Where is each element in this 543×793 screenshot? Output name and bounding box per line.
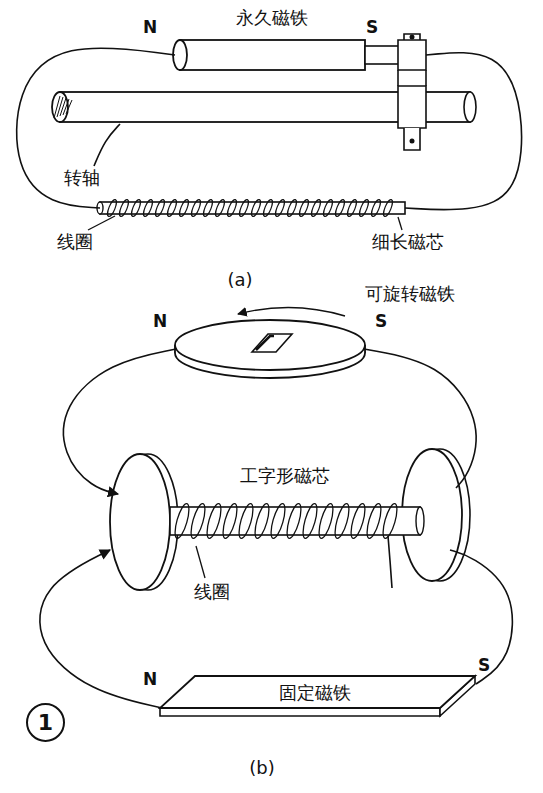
coil-turn — [172, 502, 192, 539]
coil-turn — [226, 199, 238, 218]
coil-turn — [298, 199, 310, 218]
coil-turn — [300, 502, 320, 539]
part-label: (b) — [247, 758, 276, 779]
coil-turn — [284, 502, 304, 539]
coil-turn — [106, 199, 118, 218]
wire — [40, 550, 162, 708]
coil-turn — [178, 199, 190, 218]
coil-turn — [202, 199, 214, 218]
coil-turn — [334, 199, 346, 218]
coil-turn — [380, 502, 400, 539]
clamp-screw — [410, 35, 415, 40]
part-label: 线圈 — [55, 232, 95, 253]
rotation-arrow — [238, 307, 345, 316]
coil-turn — [220, 502, 240, 539]
shaft-hatch — [57, 97, 63, 117]
coil-turn — [370, 199, 382, 218]
coil-turn — [332, 502, 352, 539]
coil-turn — [252, 502, 272, 539]
coil-turn — [166, 199, 178, 218]
slot-shade — [256, 336, 274, 350]
leader-line — [398, 217, 402, 230]
coil-turn — [238, 199, 250, 218]
pole-mark: N — [141, 18, 159, 38]
shaft-hatch — [66, 100, 72, 114]
left-flange — [110, 454, 170, 590]
coil-turn — [358, 199, 370, 218]
callout-number: 1 — [38, 710, 53, 735]
coil-turn — [286, 199, 298, 218]
shaft-slot — [252, 334, 292, 352]
coil-turn — [188, 502, 208, 539]
callout-circle: 1 — [26, 703, 65, 742]
fixed-magnet: 固定磁铁 — [150, 672, 480, 720]
leader-line — [88, 216, 115, 230]
rotating-magnet — [175, 320, 365, 370]
shaft-hatch — [54, 96, 60, 118]
shaft-far-end — [464, 92, 476, 122]
shaft-end — [52, 92, 68, 122]
coil-turn — [118, 199, 130, 218]
clamp-link — [425, 70, 427, 86]
shaft-clamp — [398, 86, 426, 128]
pole-mark: N — [141, 670, 159, 690]
clamp-link — [397, 70, 399, 86]
coil-turn — [250, 199, 262, 218]
coil-turn — [142, 199, 154, 218]
coil-turn — [268, 502, 288, 539]
wire — [17, 48, 175, 208]
wire — [364, 349, 476, 488]
plate-edge — [160, 708, 440, 716]
pole-mark: S — [364, 18, 380, 38]
pole-mark: S — [476, 656, 492, 676]
leader-line — [196, 546, 205, 578]
pole-mark: N — [151, 312, 169, 332]
wire — [64, 349, 176, 494]
coil-turn — [154, 199, 166, 218]
magnet-end-face — [173, 40, 187, 70]
magnet-label: 固定磁铁 — [279, 681, 351, 705]
part-label: 细长磁芯 — [370, 232, 446, 253]
part-label: 可旋转磁铁 — [363, 284, 457, 305]
coil-turn — [364, 502, 384, 539]
coil-turn — [310, 199, 322, 218]
rod-end — [416, 507, 424, 535]
coil-turn — [236, 502, 256, 539]
clamp-tab — [404, 128, 420, 150]
clamp-hole — [410, 139, 415, 144]
coil-turn — [316, 502, 336, 539]
coil-turn — [204, 502, 224, 539]
shaft-hatch — [60, 98, 66, 116]
plate-top — [160, 676, 475, 708]
magnet-clamp — [398, 34, 426, 70]
shaft-hatch — [63, 99, 69, 115]
pole-mark: S — [373, 312, 389, 332]
coil-turn — [382, 199, 394, 218]
coil-turn — [130, 199, 142, 218]
coil-turn — [274, 199, 286, 218]
part-label: 线圈 — [192, 582, 232, 603]
coil-turn — [346, 199, 358, 218]
coil-turn — [214, 199, 226, 218]
part-label: 转轴 — [62, 168, 102, 189]
coil-lead — [388, 536, 392, 588]
coil-turn — [262, 199, 274, 218]
leader-line — [94, 124, 120, 166]
magnet-neck — [365, 46, 400, 64]
wire — [450, 550, 512, 684]
permanent-magnet — [180, 40, 365, 70]
part-label: 永久磁铁 — [234, 8, 310, 29]
coil-turn — [322, 199, 334, 218]
coil-turn — [190, 199, 202, 218]
wire — [405, 53, 522, 210]
part-label: (a) — [225, 270, 254, 291]
part-label: 工字形磁芯 — [238, 466, 332, 487]
coil-turn — [348, 502, 368, 539]
